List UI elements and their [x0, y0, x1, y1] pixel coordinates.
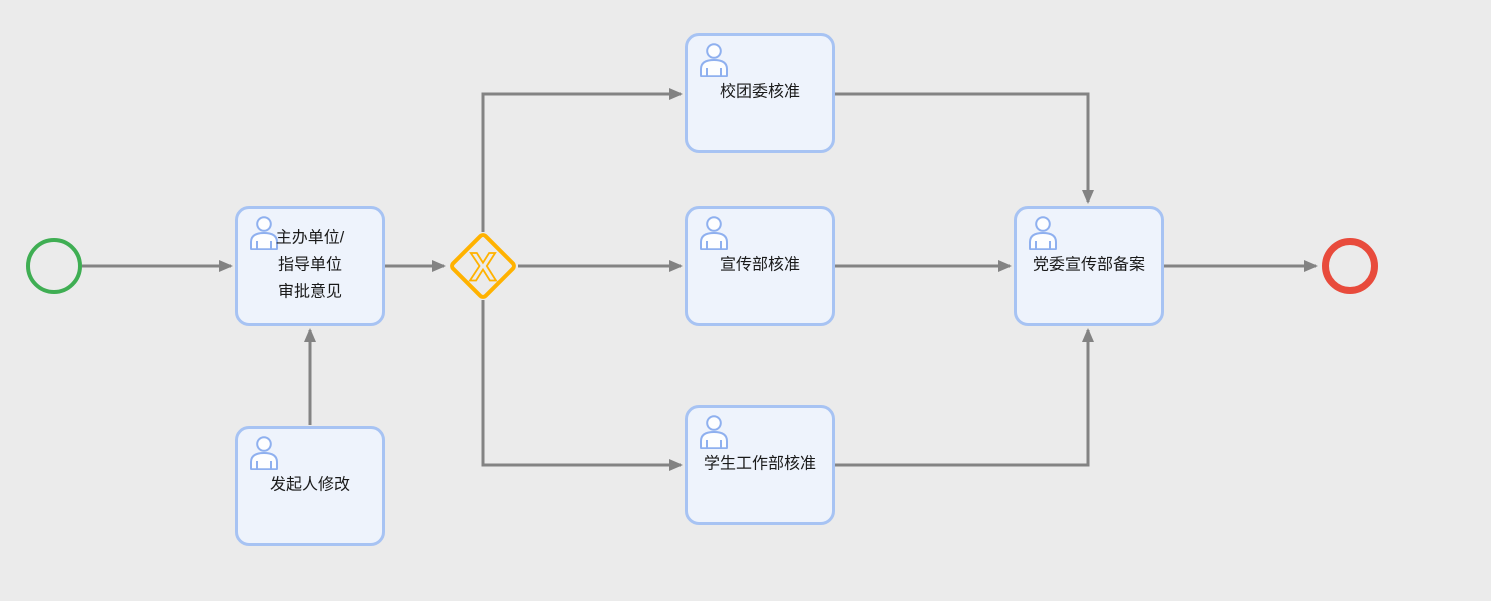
task-student-affairs-dept-approval[interactable]: 学生工作部核准 [685, 405, 835, 525]
user-task-icon [1029, 216, 1057, 250]
task-label-line: 指导单位 [277, 256, 342, 274]
task-label: 学生工作部核准 [703, 455, 816, 473]
start-event[interactable] [26, 238, 82, 294]
flow-youth-league-to-party-filing [835, 92, 1094, 204]
task-sponsor-review[interactable]: 主办单位/ 指导单位 审批意见 [235, 206, 385, 326]
user-task-icon [700, 43, 728, 77]
task-publicity-dept-approval[interactable]: 宣传部核准 [685, 206, 835, 326]
user-task-icon [700, 216, 728, 250]
gateway-x-marker-icon: X [469, 245, 498, 289]
user-task-icon [250, 436, 278, 470]
task-label-line: 主办单位/ [275, 229, 345, 247]
flow-student-affairs-to-party-filing [835, 328, 1094, 467]
user-task-icon [700, 415, 728, 449]
task-label: 宣传部核准 [719, 256, 800, 274]
flow-gateway-to-student-affairs [481, 300, 683, 471]
gateway-x-marker: X [470, 246, 497, 289]
flow-gateway-to-youth-league [481, 88, 683, 232]
task-label: 校团委核准 [719, 83, 800, 101]
task-party-publicity-dept-filing[interactable]: 党委宣传部备案 [1014, 206, 1164, 326]
task-label: 主办单位/ 指导单位 审批意见 [242, 226, 378, 307]
task-label-line: 审批意见 [277, 283, 342, 301]
task-school-youth-league-approval[interactable]: 校团委核准 [685, 33, 835, 153]
end-event[interactable] [1322, 238, 1378, 294]
user-task-icon [250, 216, 278, 250]
task-label: 党委宣传部备案 [1032, 256, 1145, 274]
task-initiator-revision[interactable]: 发起人修改 [235, 426, 385, 546]
task-label: 发起人修改 [269, 476, 350, 494]
